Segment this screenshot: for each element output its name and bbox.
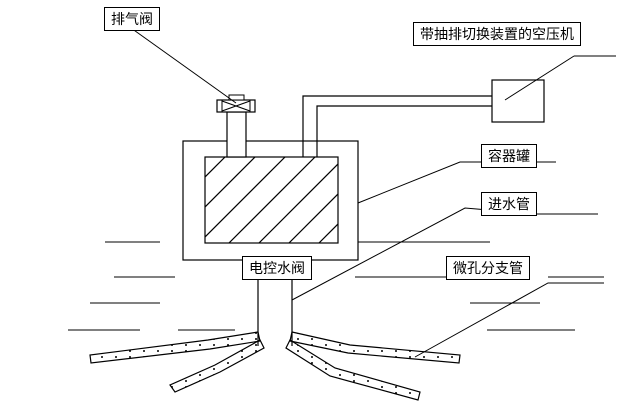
branch-pipes (89, 331, 461, 401)
valve-symbol (221, 100, 251, 112)
tank-hatching (205, 157, 338, 243)
electric-valve-label: 电控水阀 (242, 256, 312, 280)
branch-pipe (169, 339, 265, 393)
branch-pipe (285, 339, 421, 401)
branch-pipes-label: 微孔分支管 (446, 256, 530, 280)
water-lines (68, 213, 604, 331)
tank-label: 容器罐 (481, 144, 537, 168)
exhaust-valve-label: 排气阀 (104, 7, 160, 31)
compressor-label: 带抽排切换装置的空压机 (413, 22, 581, 46)
compressor-box (491, 79, 545, 123)
air-pipe (302, 95, 492, 157)
exhaust-pipe (226, 111, 247, 158)
inlet-pipe-label: 进水管 (481, 192, 537, 216)
